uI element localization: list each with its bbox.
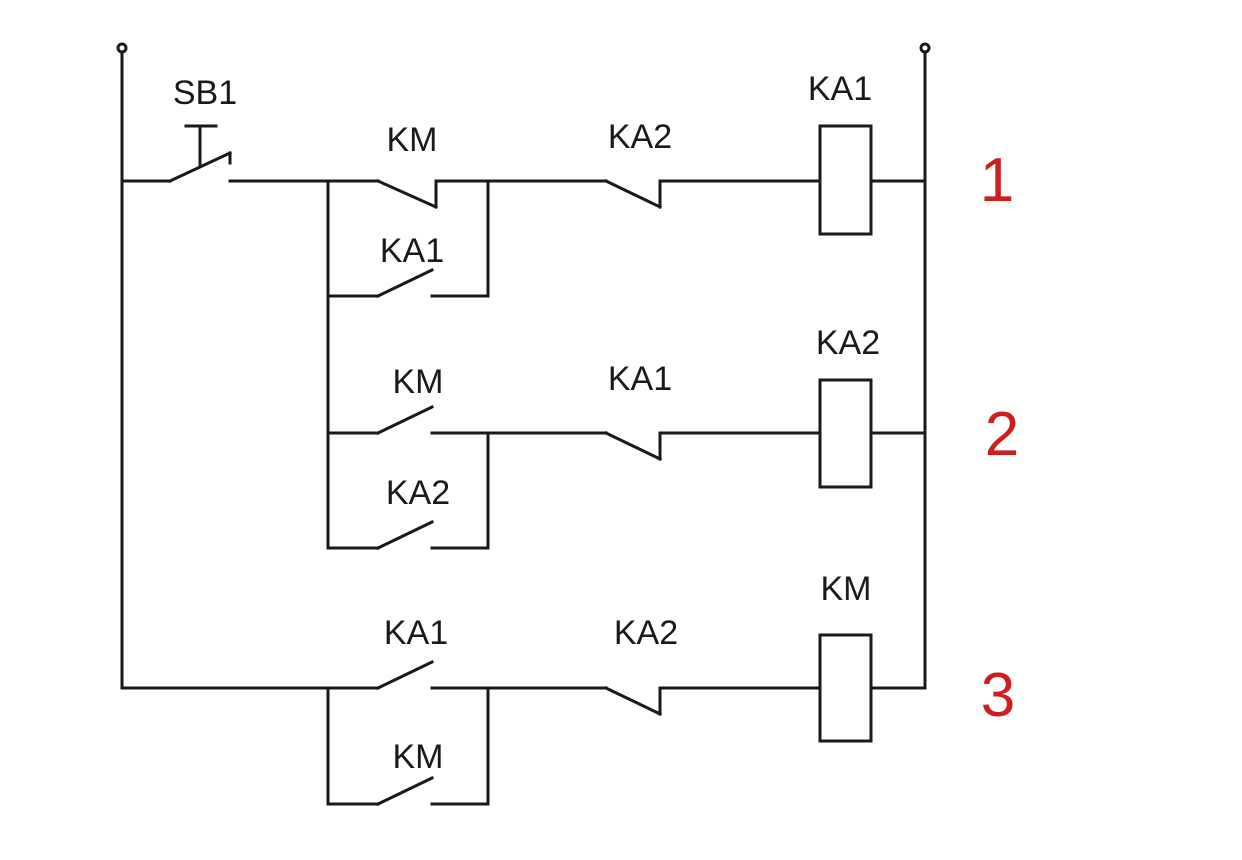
rung-number-3: 3 (981, 661, 1015, 730)
ka1-interlock-label-rung2: KA1 (608, 360, 672, 398)
sb1-label: SB1 (173, 74, 237, 112)
km-coil-label: KM (821, 570, 872, 608)
km-hold-contact-branch (326, 686, 490, 807)
km-no-label-rung2: KM (393, 363, 444, 401)
ka1-coil (818, 124, 873, 236)
ka2-coil-label: KA2 (816, 324, 880, 362)
km-no-contact-rung2 (326, 404, 435, 436)
left-power-rail (116, 42, 128, 690)
km-hold-label: KM (393, 738, 444, 776)
km-coil (818, 633, 873, 743)
rung-1: SB1 KM KA2 KA1 KA1 (120, 70, 927, 550)
ka1-no-label-rung3: KA1 (384, 614, 448, 652)
ka2-nc-contact-rung1 (603, 178, 663, 210)
km-nc-label-rung1: KM (387, 121, 438, 159)
rung-number-2: 2 (985, 400, 1019, 469)
km-nc-contact-rung1 (326, 179, 438, 209)
ka2-hold-contact-branch (326, 431, 490, 551)
rung-2: KM KA1 KA2 KA2 (326, 324, 927, 551)
ka1-hold-contact-branch (326, 179, 490, 550)
sb1-push-button (120, 124, 330, 183)
ka2-hold-label: KA2 (386, 474, 450, 512)
ka2-interlock-label-rung3: KA2 (614, 614, 678, 652)
ka1-hold-label: KA1 (380, 232, 444, 270)
rung-3: KA1 KA2 KM KM (120, 570, 927, 807)
ka1-nc-contact-rung2 (603, 430, 663, 462)
ka2-nc-contact-rung3 (603, 685, 663, 717)
ka2-coil (818, 378, 873, 489)
ka2-interlock-label-rung1: KA2 (608, 118, 672, 156)
right-power-rail (919, 42, 931, 690)
ka1-coil-label: KA1 (808, 70, 872, 108)
ka1-no-contact-rung3 (375, 659, 435, 691)
rung-number-1: 1 (980, 146, 1014, 215)
